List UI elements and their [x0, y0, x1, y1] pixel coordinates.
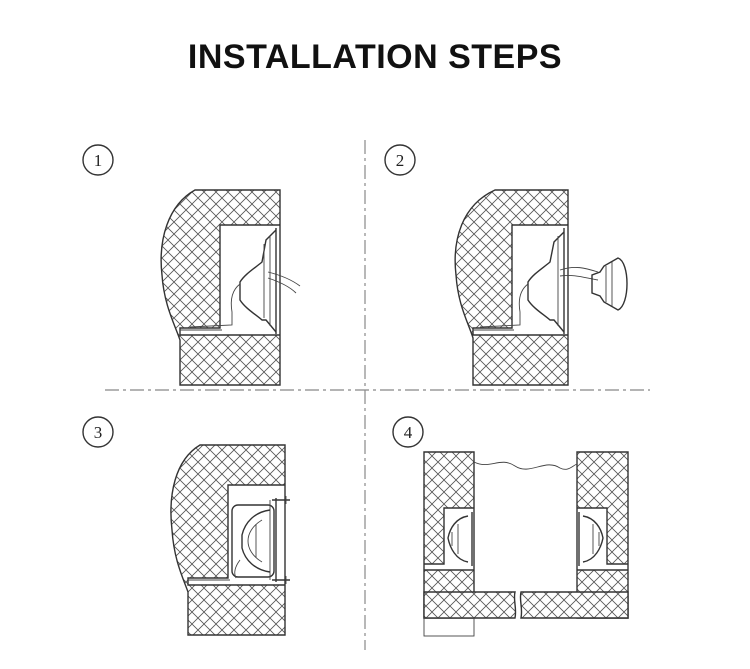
step-1-wall: [160, 189, 281, 386]
page-title: INSTALLATION STEPS: [187, 38, 563, 76]
step-1-number: 1: [94, 151, 103, 170]
step-2-panel: 2: [384, 144, 628, 386]
step-3-badge: [82, 416, 114, 448]
step-4-right-speaker: [578, 512, 604, 566]
step-2-badge: [384, 144, 416, 176]
step-4-floor: [423, 591, 517, 619]
step-4-panel: 4: [392, 416, 629, 637]
step-3-panel: 3: [82, 416, 290, 636]
step-4-number: 4: [404, 423, 413, 442]
step-1-panel: 1: [82, 144, 301, 386]
step-2-number: 2: [396, 151, 405, 170]
step-4-badge: [392, 416, 424, 448]
step-3-wall: [170, 444, 286, 636]
step-1-badge: [82, 144, 114, 176]
step-1-speaker: [189, 228, 301, 334]
step-3-installed-speaker: [231, 496, 290, 584]
step-3-number: 3: [94, 423, 103, 442]
step-2-wall: [454, 189, 569, 386]
step-4-left-speaker: [447, 512, 473, 566]
step-2-mount-ring: [479, 228, 565, 334]
step-2-speaker: [591, 257, 628, 311]
